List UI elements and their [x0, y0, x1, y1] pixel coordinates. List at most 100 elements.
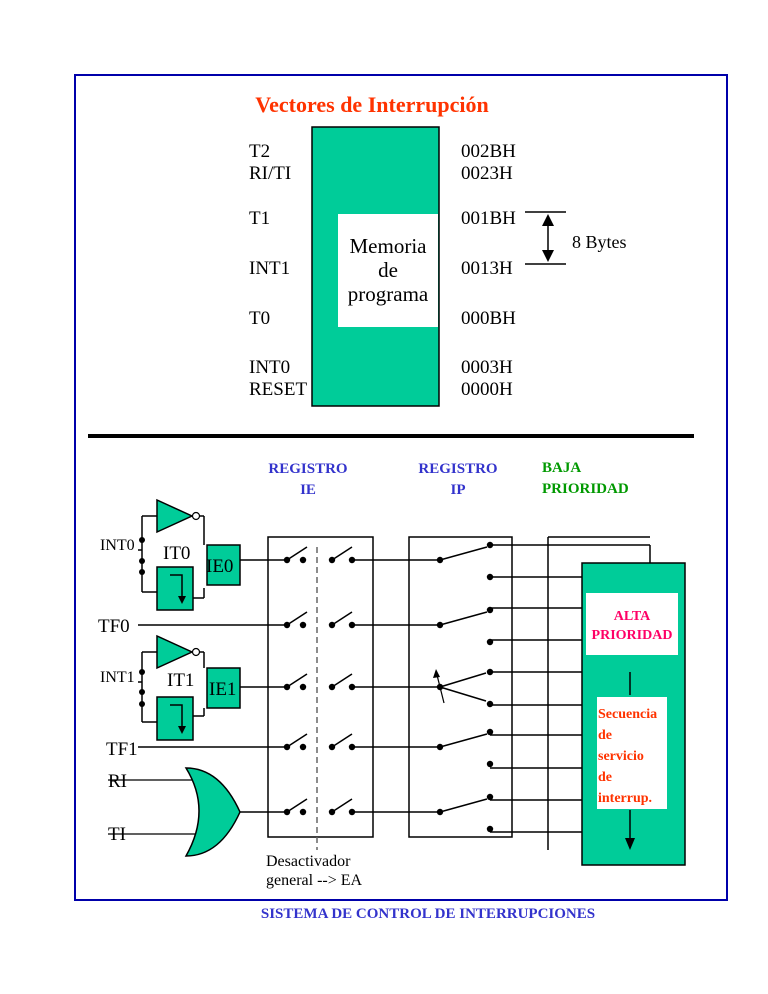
vector-names: T2 RI/TI T1 INT1 T0 INT0 RESET: [249, 141, 307, 400]
ie-switch-lever: [331, 546, 353, 561]
ip-switch-contact-low: [486, 728, 494, 736]
ie-switch-contact: [299, 743, 307, 751]
arrow-down-icon: [542, 250, 554, 262]
memory-label-box: [338, 214, 438, 327]
memory-label-2: de: [378, 258, 398, 282]
ip-switch-lever: [439, 798, 488, 813]
vec-t0: T0: [249, 308, 270, 329]
int1-label: INT1: [100, 669, 135, 686]
edge-1-icon: [170, 704, 183, 730]
int0-label: INT0: [100, 537, 135, 554]
seq-line-5: interrup.: [598, 791, 652, 806]
ie0-box: [206, 544, 241, 586]
memory-label-1: Memoria: [350, 234, 428, 258]
int0-gate: [138, 515, 205, 599]
high-priority-1: ALTA: [614, 609, 651, 624]
caption: SISTEMA DE CONTROL DE INTERRUPCIONES: [261, 906, 595, 922]
arrow-up-icon: [542, 214, 554, 226]
or-gate-icon: [184, 767, 241, 857]
ie-switch-contact: [348, 808, 356, 816]
ie-switch-contact: [348, 683, 356, 691]
ip-header-1: REGISTRO: [418, 461, 497, 477]
ie1-box: [206, 667, 241, 709]
ip-switch-contact-low: [486, 793, 494, 801]
vec-int0: INT0: [249, 357, 290, 378]
register-headers: REGISTRO IE REGISTRO IP: [268, 461, 497, 498]
tf0-label: TF0: [98, 616, 130, 637]
tf1-label: TF1: [106, 739, 138, 760]
ie-switch-lever: [286, 733, 308, 748]
vec-reset: RESET: [249, 379, 307, 400]
edge-icon: [170, 574, 183, 600]
low-priority-1: BAJA: [542, 460, 581, 476]
ie-switch-lever: [331, 673, 353, 688]
ip-switch-contact-high: [486, 760, 494, 768]
vector-addresses: 002BH 0023H 001BH 0013H 000BH 0003H 0000…: [461, 141, 516, 400]
edge-arrow-icon: [178, 596, 186, 604]
ie-switch-contact: [299, 808, 307, 816]
ip-switch-contact-low: [486, 606, 494, 614]
ie-switch-lever: [286, 611, 308, 626]
sequence-text: Secuencia de servicio de interrup.: [598, 707, 657, 806]
vec-t1: T1: [249, 208, 270, 229]
it0-label: IT0: [163, 543, 190, 564]
ip-switch-lever: [439, 733, 488, 748]
ip-switch-contact-low: [486, 541, 494, 549]
addr-0000: 0000H: [461, 379, 513, 400]
ip-switch-lever: [439, 546, 488, 561]
inverter-icon: [156, 498, 194, 534]
addr-0023: 0023H: [461, 163, 513, 184]
ie-switch-contact: [299, 556, 307, 564]
ip-switch-arrow-icon: [433, 669, 440, 678]
edge-1-arrow-icon: [178, 726, 186, 734]
ie-switch-contact: [299, 621, 307, 629]
ea-label-1: Desactivador: [266, 853, 351, 870]
high-priority-box: [586, 593, 678, 655]
ip-switch-contact-high: [486, 573, 494, 581]
ie0-label: IE0: [206, 556, 233, 577]
ie-switch-contact: [348, 621, 356, 629]
ri-label: RI: [108, 771, 127, 792]
ip-switch-contact-high: [486, 700, 494, 708]
addr-0003: 0003H: [461, 357, 513, 378]
edge-detector-1: [156, 696, 194, 741]
seq-line-2: de: [598, 728, 612, 743]
seq-line-1: Secuencia: [598, 707, 657, 722]
ie-switch-contact: [348, 743, 356, 751]
high-priority-2: PRIORIDAD: [592, 628, 673, 643]
addr-000b: 000BH: [461, 308, 516, 329]
ip-switch-contact-low: [486, 668, 494, 676]
vec-t2: T2: [249, 141, 270, 162]
ie-header-2: IE: [300, 482, 316, 498]
ie-switch-lever: [286, 546, 308, 561]
ip-switch-lever: [439, 672, 487, 688]
ie-switch-lever: [286, 798, 308, 813]
addr-0013: 0013H: [461, 258, 513, 279]
ie-switch-lever: [331, 733, 353, 748]
ie-switch-lever: [331, 611, 353, 626]
inverter-1-icon: [156, 634, 194, 670]
addr-002b: 002BH: [461, 141, 516, 162]
outer-frame: [74, 74, 728, 901]
ip-switch-contact-high: [486, 825, 494, 833]
ip-switch-lever: [439, 611, 488, 626]
ie-switch-lever: [286, 673, 308, 688]
ie-switch-contact: [348, 556, 356, 564]
bytes-label: 8 Bytes: [572, 232, 627, 252]
ip-header-2: IP: [451, 482, 466, 498]
diagram-title: Vectores de Interrupción: [255, 92, 488, 117]
ie-switch-lever: [331, 798, 353, 813]
vec-int1: INT1: [249, 258, 290, 279]
vec-riti: RI/TI: [249, 163, 291, 184]
inverter-bubble-icon: [191, 511, 201, 521]
memory-label-3: programa: [348, 282, 429, 306]
ie1-label: IE1: [209, 679, 236, 700]
ie-header-1: REGISTRO: [268, 461, 347, 477]
ie-switch-contact: [299, 683, 307, 691]
inverter-1-bubble-icon: [191, 647, 201, 657]
seq-line-4: de: [598, 770, 612, 785]
ea-label-2: general --> EA: [266, 872, 363, 889]
ip-switch-lever: [439, 686, 487, 702]
ip-switch-contact-high: [486, 638, 494, 646]
